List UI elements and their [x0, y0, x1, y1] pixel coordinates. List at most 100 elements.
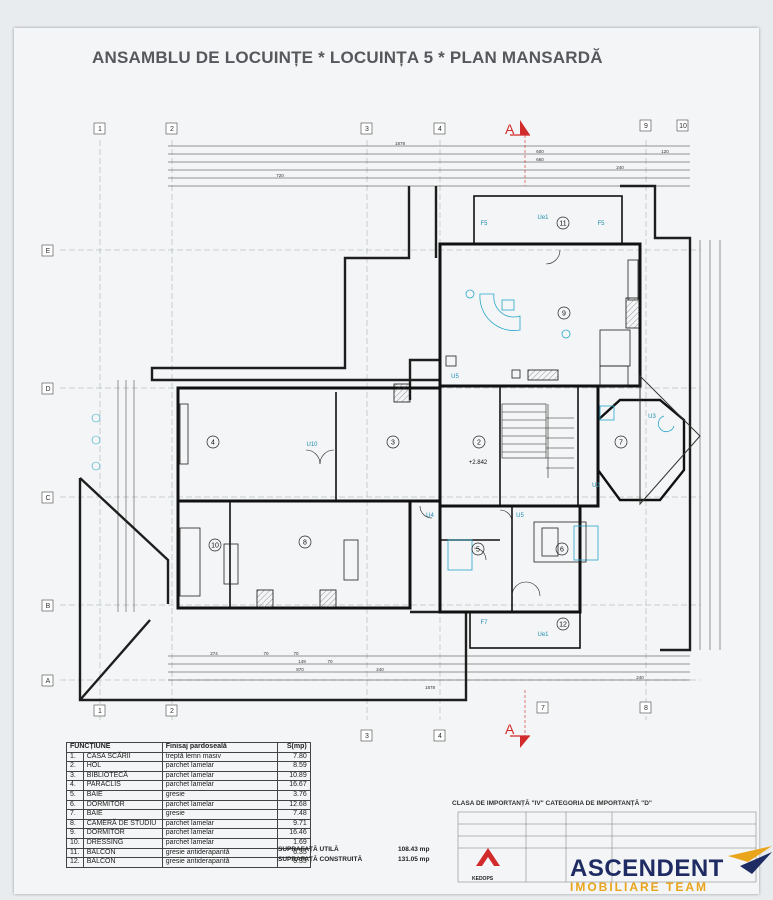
- dim-label: 240: [376, 667, 384, 672]
- table-cell: 10.89: [276, 770, 311, 782]
- table-header: Finisaj pardoseală: [161, 742, 278, 753]
- room-number: 5: [476, 547, 480, 554]
- bay-window-room-7: [596, 398, 686, 502]
- ascendent-logo-icon: [728, 846, 772, 874]
- table-cell: BIBLIOTECĂ: [82, 770, 163, 782]
- table-cell: 12.68: [276, 799, 311, 811]
- dim-label: 600: [536, 149, 544, 154]
- room-number: 2: [477, 440, 481, 447]
- door-tag: Ue1: [537, 215, 549, 221]
- section-label-bottom: A: [505, 721, 515, 737]
- door-tag: U3: [648, 414, 656, 420]
- table-cell: parchet lamelar: [161, 761, 278, 772]
- table-cell: 16.67: [276, 780, 311, 791]
- table-cell: PARACLIS: [82, 780, 163, 791]
- door-tag: U5: [451, 374, 459, 380]
- table-cell: DRESSING: [82, 837, 163, 849]
- section-markers-left: [91, 413, 101, 471]
- dim-label: 120: [661, 149, 669, 154]
- table-header: S(mp): [276, 742, 311, 753]
- dimension-lines-bottom: [168, 655, 690, 681]
- table-cell: parchet lamelar: [161, 837, 278, 849]
- table-header: FUNCȚIUNE: [66, 742, 163, 753]
- kedops-label: KEDOPS: [472, 876, 494, 882]
- dim-label: 240: [616, 165, 624, 170]
- window-tag: F7: [480, 620, 488, 626]
- grid-label-top: 4: [438, 126, 442, 133]
- table-cell: gresie antiderapantă: [161, 857, 278, 868]
- table-cell: CASA SCĂRII: [82, 751, 163, 763]
- table-cell: 5.: [66, 789, 84, 801]
- grid-letter: A: [46, 678, 51, 685]
- staircase: [501, 403, 574, 478]
- dim-label: 149: [298, 659, 306, 664]
- table-cell: 8.59: [276, 761, 311, 772]
- dim-label: 720: [276, 173, 284, 178]
- table-cell: BAIE: [82, 789, 163, 801]
- grid-label-bottom: 7: [541, 705, 545, 712]
- table-cell: 16.46: [276, 828, 311, 839]
- room-schedule-table: FUNCȚIUNE Finisaj pardoseală S(mp) 1.CAS…: [66, 742, 311, 868]
- table-cell: BAIE: [82, 809, 163, 820]
- table-cell: BALCON: [82, 847, 163, 859]
- importance-class: CLASA DE IMPORTANȚĂ "IV" CATEGORIA DE IM…: [452, 800, 652, 807]
- dim-label: 660: [536, 157, 544, 162]
- table-cell: gresie: [161, 789, 278, 801]
- table-cell: parchet lamelar: [161, 828, 278, 839]
- built-area-value: 131.05 mp: [398, 856, 430, 863]
- room-number: 4: [211, 440, 215, 447]
- table-cell: CAMERĂ DE STUDIU: [82, 818, 163, 830]
- table-cell: 12.: [66, 857, 84, 868]
- room-number: 3: [391, 440, 395, 447]
- room-number: 12: [559, 622, 567, 629]
- table-cell: 8.: [66, 818, 84, 830]
- built-area-label: SUPRAFAȚĂ CONSTRUITĂ: [278, 856, 363, 863]
- door-tag: U5: [516, 513, 524, 519]
- table-cell: parchet lamelar: [161, 770, 278, 782]
- grid-label-top: 9: [644, 123, 648, 130]
- table-cell: BALCON: [82, 857, 163, 868]
- table-cell: 9.: [66, 828, 84, 839]
- table-cell: 2.: [66, 761, 84, 772]
- grid-label-bottom: 2: [170, 708, 174, 715]
- dim-label: 240: [636, 675, 644, 680]
- grid-axes: [60, 140, 700, 720]
- grid-letter: E: [46, 248, 51, 255]
- room-number: 7: [619, 440, 623, 447]
- table-cell: gresie: [161, 809, 278, 820]
- window-tag: F5: [480, 221, 488, 227]
- table-cell: 1.: [66, 751, 84, 763]
- door-tag: U2: [592, 483, 600, 489]
- grid-label-top: 3: [365, 126, 369, 133]
- table-cell: treptă lemn masiv: [161, 751, 278, 763]
- grid-label-bottom: 1: [98, 708, 102, 715]
- window-tag: F5: [597, 221, 605, 227]
- table-cell: 9.71: [276, 818, 311, 830]
- table-cell: HOL: [82, 761, 163, 772]
- grid-letter: C: [45, 495, 50, 502]
- section-marker-top: A: [505, 120, 530, 186]
- room-number: 6: [560, 547, 564, 554]
- level-mark: +2.842: [469, 460, 488, 466]
- dim-label: 70: [293, 651, 299, 656]
- grid-label-top: 10: [679, 123, 687, 130]
- room-number: 8: [303, 540, 307, 547]
- brand-name: ASCENDENT: [570, 855, 724, 882]
- dimension-lines-top: [168, 145, 690, 187]
- table-cell: parchet lamelar: [161, 799, 278, 811]
- kedops-logo-icon: [476, 848, 500, 866]
- grid-label-bottom: 3: [365, 733, 369, 740]
- table-cell: 7.48: [276, 809, 311, 820]
- table-cell: DORMITOR: [82, 828, 163, 839]
- door-tag: U10: [306, 442, 318, 448]
- room-number: 11: [559, 221, 566, 228]
